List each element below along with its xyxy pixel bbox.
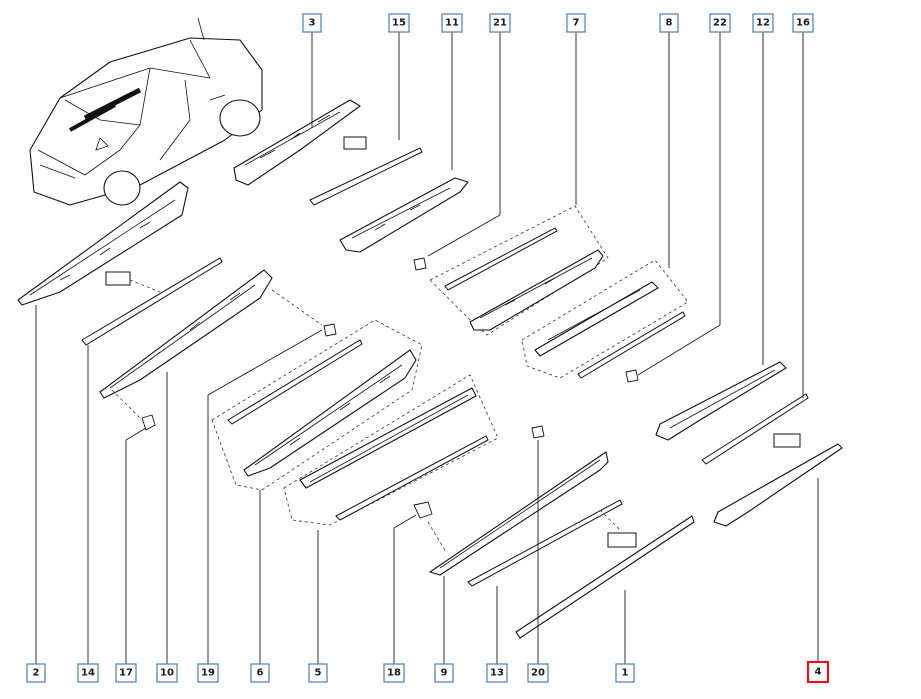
callout-6[interactable]: 6 bbox=[250, 663, 270, 683]
svg-text:6: 6 bbox=[257, 668, 264, 679]
svg-text:11: 11 bbox=[445, 18, 459, 29]
callout-22[interactable]: 22 bbox=[709, 13, 731, 33]
callout-2[interactable]: 2 bbox=[26, 663, 46, 683]
callout-1[interactable]: 1 bbox=[615, 663, 635, 683]
leader-lines bbox=[35, 32, 819, 664]
part-11-trim bbox=[339, 177, 469, 253]
callout-12[interactable]: 12 bbox=[752, 13, 774, 33]
part-3-trim bbox=[233, 99, 361, 186]
part-14-strip bbox=[81, 257, 223, 346]
callout-16[interactable]: 16 bbox=[792, 13, 814, 33]
part-16-strip bbox=[701, 393, 809, 465]
vehicle-illustration bbox=[29, 17, 263, 206]
part-10-moulding bbox=[99, 269, 323, 399]
svg-text:16: 16 bbox=[796, 18, 810, 29]
svg-text:13: 13 bbox=[490, 668, 504, 679]
part-17-clip bbox=[111, 389, 156, 431]
callout-8[interactable]: 8 bbox=[659, 13, 679, 33]
part-15-strip bbox=[309, 136, 423, 206]
part-2-moulding bbox=[17, 181, 189, 306]
svg-text:1: 1 bbox=[622, 668, 629, 679]
svg-text:21: 21 bbox=[493, 18, 507, 29]
part-8-group bbox=[521, 259, 689, 379]
callout-5[interactable]: 5 bbox=[308, 663, 328, 683]
svg-text:20: 20 bbox=[531, 668, 545, 679]
part-6-group bbox=[211, 319, 423, 491]
callout-14[interactable]: 14 bbox=[77, 663, 99, 683]
part-10-clip bbox=[323, 323, 337, 337]
svg-text:10: 10 bbox=[160, 668, 174, 679]
svg-text:5: 5 bbox=[315, 668, 322, 679]
callout-3[interactable]: 3 bbox=[302, 13, 322, 33]
callout-4-highlighted[interactable]: 4 bbox=[806, 660, 830, 684]
part-13-strip bbox=[467, 499, 637, 587]
callout-20[interactable]: 20 bbox=[527, 663, 549, 683]
callout-15[interactable]: 15 bbox=[388, 13, 410, 33]
svg-text:22: 22 bbox=[713, 18, 727, 29]
svg-text:15: 15 bbox=[392, 18, 406, 29]
svg-text:18: 18 bbox=[387, 668, 401, 679]
svg-text:19: 19 bbox=[201, 668, 215, 679]
svg-text:9: 9 bbox=[441, 668, 448, 679]
part-1-moulding bbox=[515, 515, 695, 639]
callout-21[interactable]: 21 bbox=[489, 13, 511, 33]
callout-9[interactable]: 9 bbox=[434, 663, 454, 683]
svg-text:12: 12 bbox=[756, 18, 770, 29]
part-4-trim bbox=[713, 443, 843, 527]
part-22-clip bbox=[625, 369, 639, 383]
part-7-group bbox=[429, 205, 609, 336]
callout-13[interactable]: 13 bbox=[486, 663, 508, 683]
svg-text:8: 8 bbox=[666, 18, 673, 29]
svg-text:3: 3 bbox=[309, 18, 316, 29]
svg-text:17: 17 bbox=[119, 668, 133, 679]
svg-text:4: 4 bbox=[815, 667, 822, 678]
callout-17[interactable]: 17 bbox=[115, 663, 137, 683]
part-18-clip bbox=[413, 501, 447, 553]
callout-7[interactable]: 7 bbox=[566, 13, 586, 33]
part-12-trim bbox=[655, 361, 787, 441]
callout-19[interactable]: 19 bbox=[197, 663, 219, 683]
svg-text:2: 2 bbox=[33, 668, 40, 679]
callout-18[interactable]: 18 bbox=[383, 663, 405, 683]
callout-11[interactable]: 11 bbox=[441, 13, 463, 33]
part-21-clip bbox=[413, 257, 427, 271]
part-5-group bbox=[283, 374, 499, 526]
callout-10[interactable]: 10 bbox=[156, 663, 178, 683]
part-9-moulding bbox=[429, 451, 609, 576]
svg-text:14: 14 bbox=[81, 668, 95, 679]
svg-text:7: 7 bbox=[573, 18, 580, 29]
part-20-clip bbox=[531, 425, 545, 439]
